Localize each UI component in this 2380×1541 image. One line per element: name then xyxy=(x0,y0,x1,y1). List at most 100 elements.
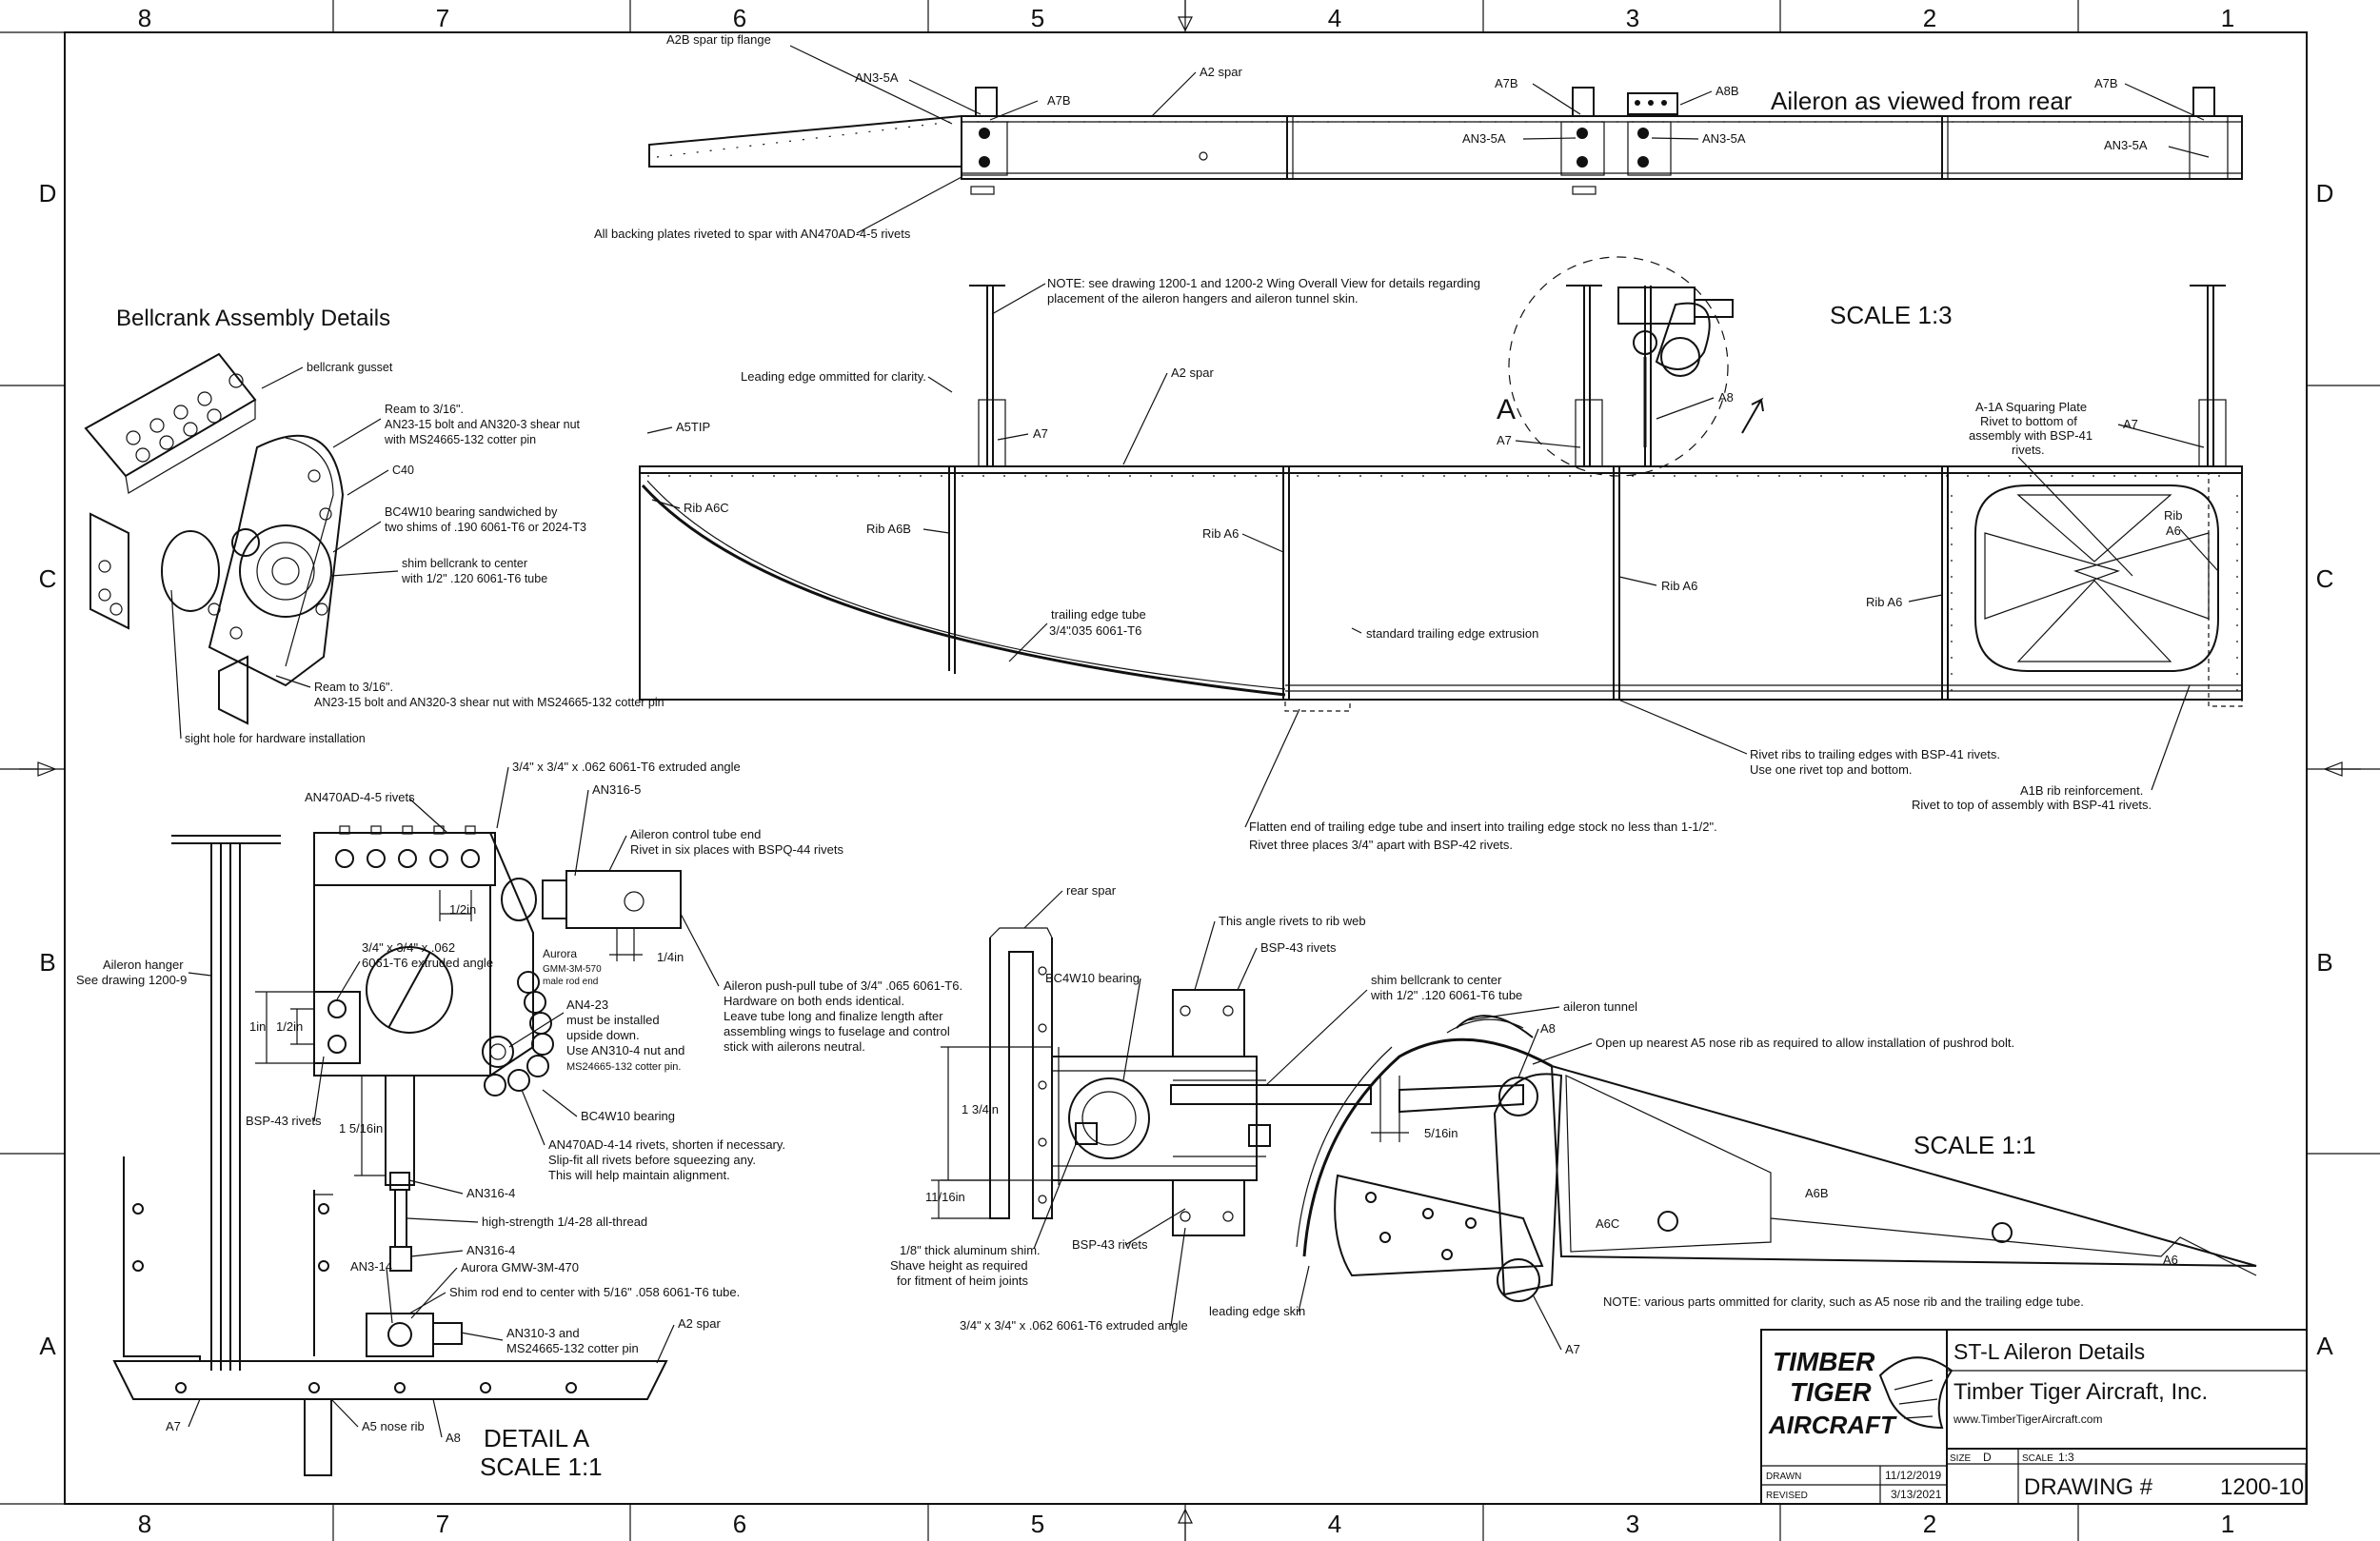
dim-quarter-in: 1/4in xyxy=(657,950,684,964)
label-an470-14-c: This will help maintain alignment. xyxy=(548,1168,730,1182)
label-squaring-3: assembly with BSP-41 xyxy=(1969,428,2092,443)
label-a6: A6 xyxy=(2163,1253,2178,1267)
note-line-1: NOTE: see drawing 1200-1 and 1200-2 Wing… xyxy=(1047,276,1480,290)
col-label-2: 2 xyxy=(1923,4,1936,32)
label-a5tip: A5TIP xyxy=(676,420,710,434)
label-an470-rivets: AN470AD-4-5 rivets xyxy=(305,790,415,804)
label-a2spar-top: A2 spar xyxy=(1171,365,1214,380)
label-shim-b: Shave height as required xyxy=(890,1258,1028,1273)
label-bellcrank-gusset: bellcrank gusset xyxy=(307,361,393,374)
label-a7-top-2: A7 xyxy=(1497,433,1512,447)
label-flatten-2: Rivet three places 3/4" apart with BSP-4… xyxy=(1249,838,1513,852)
label-pushpull-1: Aileron push-pull tube of 3/4" .065 6061… xyxy=(724,978,962,993)
col-label-3-bottom: 3 xyxy=(1626,1510,1639,1538)
col-label-6-bottom: 6 xyxy=(733,1510,746,1538)
label-bc4w10-detail: BC4W10 bearing xyxy=(581,1109,675,1123)
label-an316-4-a: AN316-4 xyxy=(466,1186,515,1200)
row-label-a-right: A xyxy=(2316,1332,2333,1360)
row-label-c: C xyxy=(39,564,57,593)
label-a7b-3: A7B xyxy=(2094,76,2118,90)
revised-label: REVISED xyxy=(1766,1491,1808,1501)
label-shim2: with 1/2" .120 6061-T6 tube xyxy=(401,572,547,585)
label-note-various: NOTE: various parts ommitted for clarity… xyxy=(1603,1294,2084,1309)
dim-half-in: 1/2in xyxy=(449,902,476,917)
label-a1b-1: A1B rib reinforcement. xyxy=(2020,783,2143,798)
label-a7b-1: A7B xyxy=(1047,93,1071,108)
label-a2b: A2B spar tip flange xyxy=(666,32,771,47)
label-a7-detail: A7 xyxy=(166,1419,181,1433)
col-label-5: 5 xyxy=(1031,4,1044,32)
label-bc4w10-mid: BC4W10 bearing xyxy=(1045,971,1140,985)
scale-value: 1:3 xyxy=(2058,1451,2074,1464)
size-value: D xyxy=(1983,1451,1992,1464)
label-te-tube-1: trailing edge tube xyxy=(1051,607,1146,622)
label-backing-plates: All backing plates riveted to spar with … xyxy=(594,227,911,241)
label-rib-a6-2: Rib A6 xyxy=(1661,579,1697,593)
label-rib-a6b: Rib A6B xyxy=(866,522,911,536)
dim-11-16: 11/16in xyxy=(925,1190,965,1204)
col-label-8: 8 xyxy=(138,4,151,32)
label-a8-mid: A8 xyxy=(1540,1021,1556,1036)
label-an35a-2: AN3-5A xyxy=(1462,131,1506,146)
label-an4-23-b: must be installed xyxy=(566,1013,660,1027)
label-ream1-a: Ream to 3/16". xyxy=(385,403,464,416)
label-ream1-b: AN23-15 bolt and AN320-3 shear nut xyxy=(385,418,581,431)
label-control-tube-1: Aileron control tube end xyxy=(630,827,761,841)
label-rib-a6-1: Rib A6 xyxy=(1202,526,1239,541)
label-an316-4-b: AN316-4 xyxy=(466,1243,515,1257)
label-a1b-2: Rivet to top of assembly with BSP-41 riv… xyxy=(1912,798,2152,812)
label-an4-23-c: upside down. xyxy=(566,1028,640,1042)
col-label-6: 6 xyxy=(733,4,746,32)
label-rivet-ribs-2: Use one rivet top and bottom. xyxy=(1750,762,1913,777)
label-squaring-2: Rivet to bottom of xyxy=(1980,414,2077,428)
label-leading-edge: Leading edge ommitted for clarity. xyxy=(741,369,926,384)
scale-label: SCALE xyxy=(2022,1453,2053,1464)
label-rib-a6-4b: A6 xyxy=(2166,524,2181,538)
label-an4-23-a: AN4-23 xyxy=(566,998,608,1012)
drawn-date: 11/12/2019 xyxy=(1885,1469,1941,1482)
label-rib-a6c: Rib A6C xyxy=(684,501,729,515)
company-name: Timber Tiger Aircraft, Inc. xyxy=(1954,1379,2208,1405)
label-angle-rib: This angle rivets to rib web xyxy=(1219,914,1366,928)
label-aurora-3: male rod end xyxy=(543,977,598,987)
row-label-c-right: C xyxy=(2316,564,2334,593)
col-label-5-bottom: 5 xyxy=(1031,1510,1044,1538)
label-a7-top-1: A7 xyxy=(1033,426,1048,441)
col-label-4: 4 xyxy=(1328,4,1341,32)
label-bc4w10-a: BC4W10 bearing sandwiched by xyxy=(385,505,558,519)
bellcrank-assembly xyxy=(84,352,345,725)
label-shim-a: 1/8" thick aluminum shim. xyxy=(900,1243,1041,1257)
dim-one-in: 1in xyxy=(249,1019,266,1034)
drawing-title: ST-L Aileron Details xyxy=(1954,1339,2145,1364)
detail-a-title: DETAIL A xyxy=(484,1424,590,1452)
col-label-1-bottom: 1 xyxy=(2221,1510,2234,1538)
label-squaring-4: rivets. xyxy=(2012,443,2045,457)
dim-1-3-4: 1 3/4in xyxy=(962,1102,999,1116)
label-aurora-1: Aurora xyxy=(543,947,577,960)
label-rear-spar: rear spar xyxy=(1066,883,1117,898)
label-aurora-gmw: Aurora GMW-3M-470 xyxy=(461,1260,579,1274)
label-pushpull-4: assembling wings to fuselage and control xyxy=(724,1024,950,1038)
label-a6b: A6B xyxy=(1805,1186,1829,1200)
label-sight-hole: sight hole for hardware installation xyxy=(185,732,366,745)
label-hanger-1: Aileron hanger xyxy=(103,958,184,972)
label-std-te: standard trailing edge extrusion xyxy=(1366,626,1538,641)
company-website: www.TimberTigerAircraft.com xyxy=(1953,1413,2102,1426)
label-flatten-1: Flatten end of trailing edge tube and in… xyxy=(1249,820,1717,834)
label-a2spar-detail: A2 spar xyxy=(678,1316,721,1331)
label-an470-14-a: AN470AD-4-14 rivets, shorten if necessar… xyxy=(548,1137,785,1152)
drawing-number: 1200-10 xyxy=(2220,1474,2304,1500)
label-an470-14-b: Slip-fit all rivets before squeezing any… xyxy=(548,1153,756,1167)
label-shim-rod: Shim rod end to center with 5/16" .058 6… xyxy=(449,1285,740,1299)
bellcrank-title: Bellcrank Assembly Details xyxy=(116,306,390,331)
label-an35a-3: AN3-5A xyxy=(1702,131,1746,146)
label-bsp43-detail: BSP-43 rivets xyxy=(246,1114,322,1128)
detail-a-marker: A xyxy=(1497,394,1516,425)
drawing-number-label: DRAWING # xyxy=(2024,1474,2153,1500)
label-open-nose-rib: Open up nearest A5 nose rib as required … xyxy=(1596,1036,2014,1050)
label-bsp43-mid-b: BSP-43 rivets xyxy=(1072,1237,1148,1252)
label-shim-mid-1: shim bellcrank to center xyxy=(1371,973,1502,987)
label-an3-14: AN3-14 xyxy=(350,1259,392,1274)
col-label-8-bottom: 8 xyxy=(138,1510,151,1538)
